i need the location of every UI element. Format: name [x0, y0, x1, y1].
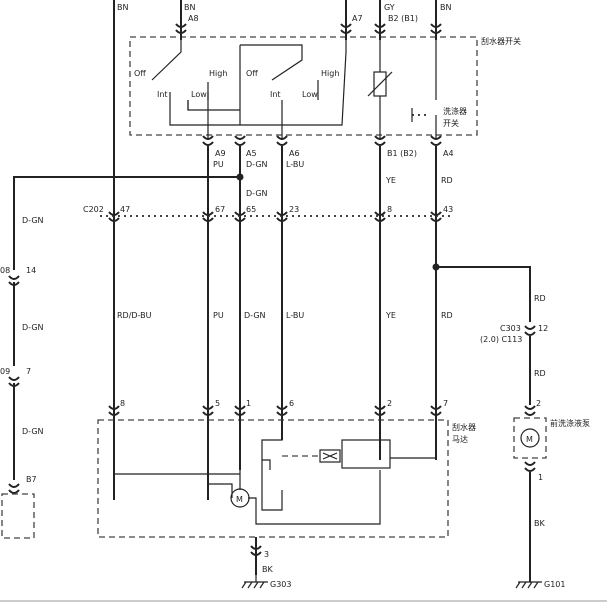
label-off2: Off — [246, 69, 258, 78]
label-b1: B1 (B2) — [387, 149, 417, 158]
washer-pump-box — [513, 417, 547, 459]
label-ye2: YE — [385, 311, 396, 320]
label-pu2: PU — [213, 311, 224, 320]
label-rd1: RD — [441, 176, 453, 185]
label-p47: 47 — [120, 205, 130, 214]
label-dgn-left: D-GN — [22, 216, 44, 225]
label-p8a: 8 — [387, 205, 392, 214]
label-rd2: RD — [441, 311, 453, 320]
label-pu1: PU — [213, 160, 224, 169]
label-bk-bottom: BK — [262, 565, 273, 574]
label-top-bn-left: BN — [117, 3, 128, 12]
label-dgn-left3: D-GN — [22, 427, 44, 436]
label-top-b2: B2 (B1) — [388, 14, 418, 23]
label-g303: G303 — [270, 580, 291, 589]
label-m1: 1 — [246, 399, 251, 408]
wiper-motor-box — [97, 419, 449, 538]
label-bk-right: BK — [534, 519, 545, 528]
wiper-motor-label-1: 刮水器 — [452, 422, 476, 432]
label-p12: 12 — [538, 324, 548, 333]
pump-title: 前洗涤液泵 — [550, 418, 590, 428]
label-g101: G101 — [544, 580, 565, 589]
label-m5: 5 — [215, 399, 220, 408]
label-m2: 2 — [387, 399, 392, 408]
washer-switch-label-1: 洗涤器 — [443, 106, 467, 116]
wiper-switch-box — [129, 36, 478, 136]
motor-m-label: M — [236, 495, 243, 504]
label-m7: 7 — [443, 399, 448, 408]
label-top-a8: A8 — [188, 14, 199, 23]
label-lbu2: L-BU — [286, 311, 304, 320]
label-p14: 14 — [26, 266, 36, 275]
label-top-bn: BN — [184, 3, 195, 12]
label-top-gy: GY — [384, 3, 395, 12]
label-b7: B7 — [26, 475, 37, 484]
label-c303: C303 — [500, 324, 521, 333]
label-dgn2: D-GN — [244, 311, 266, 320]
label-top-bn-right: BN — [440, 3, 451, 12]
label-high1: High — [209, 69, 227, 78]
label-int2: Int — [270, 90, 281, 99]
washer-switch-label-2: 开关 — [443, 118, 459, 128]
label-rd-right2: RD — [534, 369, 546, 378]
label-c208: 08 — [0, 266, 10, 275]
label-g-pin3: 3 — [264, 550, 269, 559]
wiper-motor-label-2: 马达 — [452, 434, 468, 444]
label-p65: 65 — [246, 205, 256, 214]
left-component-box — [1, 493, 35, 539]
label-off1: Off — [134, 69, 146, 78]
label-dgn1: D-GN — [246, 160, 268, 169]
washer-pump-motor-icon — [520, 428, 540, 448]
label-int1: Int — [157, 90, 168, 99]
label-high2: High — [321, 69, 339, 78]
label-p43: 43 — [443, 205, 453, 214]
label-c209: 09 — [0, 367, 10, 376]
park-switch-box — [341, 439, 391, 469]
label-pump1: 1 — [538, 473, 543, 482]
label-p67: 67 — [215, 205, 225, 214]
wiper-switch-title: 刮水器开关 — [481, 36, 521, 46]
label-a5: A5 — [246, 149, 257, 158]
label-a6: A6 — [289, 149, 300, 158]
label-m6: 6 — [289, 399, 294, 408]
label-c202: C202 — [83, 205, 104, 214]
label-pump2: 2 — [536, 399, 541, 408]
label-c113: (2.0) C113 — [480, 335, 522, 344]
label-ye1: YE — [385, 176, 396, 185]
label-top-a7: A7 — [352, 14, 363, 23]
label-a9: A9 — [215, 149, 226, 158]
label-low1: Low — [191, 90, 207, 99]
label-low2: Low — [302, 90, 318, 99]
label-rd-right: RD — [534, 294, 546, 303]
label-m8: 8 — [120, 399, 125, 408]
label-rd-dbu: RD/D-BU — [117, 311, 152, 320]
pump-m-label: M — [526, 435, 533, 444]
label-p23: 23 — [289, 205, 299, 214]
label-dgn-left2: D-GN — [22, 323, 44, 332]
label-lbu1: L-BU — [286, 160, 304, 169]
label-p7a: 7 — [26, 367, 31, 376]
label-dgn-mid: D-GN — [246, 189, 268, 198]
label-a4: A4 — [443, 149, 454, 158]
